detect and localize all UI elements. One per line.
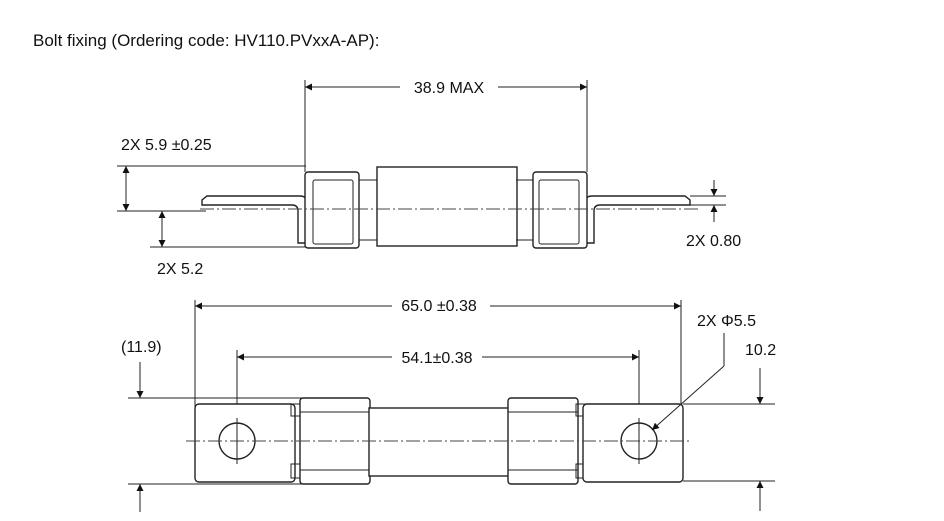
dim-tab-width: 2X 5.9 ±0.25 [121, 137, 212, 154]
plan-view: 65.0 ±0.38 54.1±0.38 2X Φ5.5 [121, 298, 776, 512]
page-title: Bolt fixing (Ordering code: HV110.PVxxA-… [33, 31, 379, 50]
right-end-cap [532, 171, 588, 249]
left-lead-tab [201, 195, 308, 244]
left-end-cap [304, 171, 360, 249]
left-end-cap-inner [312, 179, 354, 245]
dim-tab-height: 10.2 [745, 342, 776, 359]
dim-height-ref: (11.9) [121, 339, 162, 356]
dim-hole-diameter: 2X Φ5.5 [697, 313, 756, 330]
right-lead-tab [584, 195, 691, 244]
dim-total-length: 65.0 ±0.38 [401, 298, 477, 315]
fuse-body [376, 166, 518, 247]
side-view: 38.9 MAX 2X 5.9 ±0.25 2X 5.2 [117, 80, 741, 278]
dim-tab-offset: 2X 5.2 [157, 261, 203, 278]
dim-overall-max: 38.9 MAX [414, 80, 485, 97]
hole-leader [651, 365, 725, 431]
fuse-body-plan [368, 407, 510, 477]
right-end-cap-inner [538, 179, 580, 245]
dim-tab-thickness: 2X 0.80 [686, 233, 741, 250]
dim-hole-spacing: 54.1±0.38 [401, 350, 472, 367]
